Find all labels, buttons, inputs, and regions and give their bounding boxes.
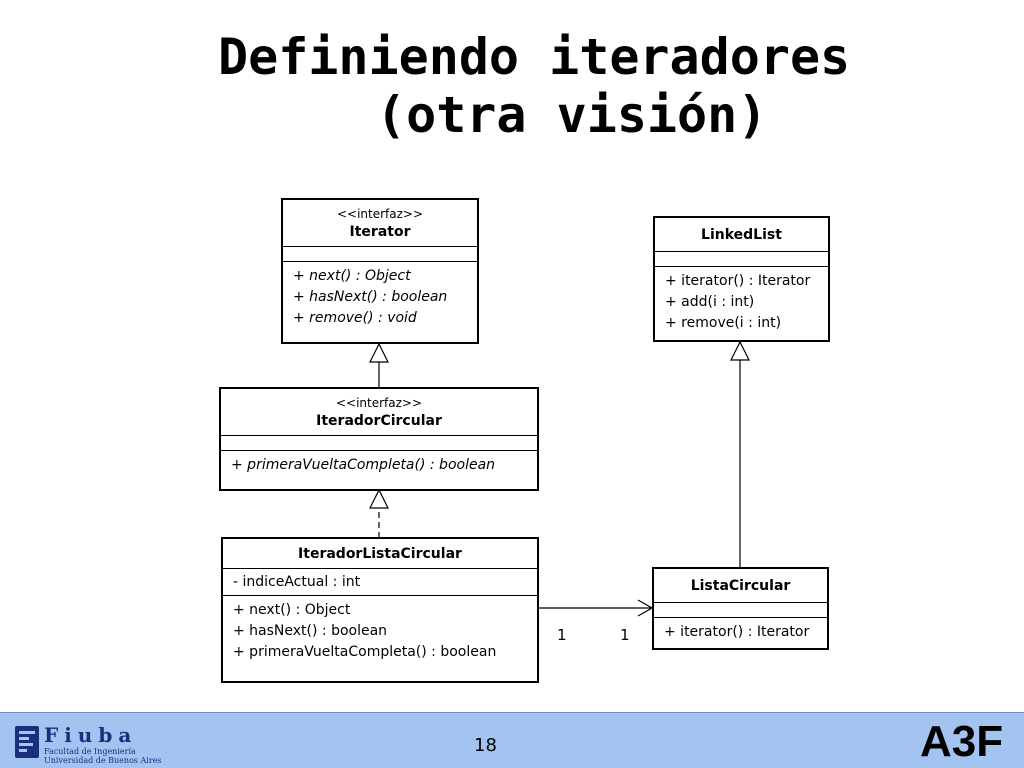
association-multiplicity-source: 1 — [557, 626, 567, 644]
association-multiplicity-target: 1 — [620, 626, 630, 644]
fiuba-logo-brand: Fiuba — [44, 723, 138, 747]
operation: + remove() : void — [293, 310, 417, 326]
class-linkedlist-attributes — [655, 252, 828, 267]
class-listacircular: ListaCircular + iterator() : Iterator — [652, 567, 829, 650]
realization-arrow-iteradorcircular — [369, 488, 389, 509]
fiuba-logo: Fiuba Facultad de Ingeniería Universidad… — [10, 723, 162, 765]
fiuba-crest-icon — [15, 726, 39, 758]
class-listacircular-attributes — [654, 603, 827, 618]
operation: + hasNext() : boolean — [293, 289, 448, 305]
page-number: 18 — [474, 735, 497, 756]
operation: + next() : Object — [293, 268, 411, 284]
class-iteradorlistacircular: IteradorListaCircular - indiceActual : i… — [221, 537, 539, 683]
operation: + iterator() : Iterator — [665, 273, 811, 289]
fiuba-logo-line-1: Facultad de Ingeniería — [44, 747, 136, 756]
operation: + remove(i : int) — [665, 315, 782, 331]
class-iterator-attributes — [283, 247, 477, 262]
class-iteradorlistacircular-operations: + next() : Object + hasNext() : boolean … — [223, 596, 537, 667]
slide-title-line-1: Definiendo iteradores — [218, 28, 851, 86]
generalization-arrow-linkedlist — [730, 340, 750, 361]
class-iteradorcircular-attributes — [221, 436, 537, 451]
class-iteradorcircular-name: IteradorCircular — [316, 413, 442, 429]
generalization-arrow-iterator — [369, 342, 389, 363]
operation: + primeraVueltaCompleta() : boolean — [233, 644, 497, 660]
class-listacircular-operations: + iterator() : Iterator — [654, 618, 827, 647]
operation: + iterator() : Iterator — [664, 624, 810, 640]
class-iterator: <<interfaz>> Iterator + next() : Object … — [281, 198, 479, 344]
class-iterator-operations: + next() : Object + hasNext() : boolean … — [283, 262, 477, 333]
operation: + add(i : int) — [665, 294, 755, 310]
class-iteradorlistacircular-name: IteradorListaCircular — [298, 546, 462, 562]
class-iteradorcircular-operations: + primeraVueltaCompleta() : boolean — [221, 451, 537, 480]
class-iteradorcircular: <<interfaz>> IteradorCircular + primeraV… — [219, 387, 539, 491]
class-linkedlist-name: LinkedList — [701, 227, 782, 243]
operation: + hasNext() : boolean — [233, 623, 388, 639]
class-linkedlist-operations: + iterator() : Iterator + add(i : int) +… — [655, 267, 828, 338]
class-iterator-stereotype: <<interfaz>> — [336, 207, 424, 221]
class-iteradorcircular-stereotype: <<interfaz>> — [335, 396, 423, 410]
class-iterator-name: Iterator — [349, 224, 411, 240]
class-linkedlist: LinkedList + iterator() : Iterator + add… — [653, 216, 830, 342]
operation: + primeraVueltaCompleta() : boolean — [231, 457, 496, 473]
class-listacircular-name: ListaCircular — [690, 578, 791, 594]
fiuba-logo-line-2: Universidad de Buenos Aires — [44, 756, 162, 765]
attribute: - indiceActual : int — [233, 574, 361, 590]
course-code: A3F — [920, 717, 1004, 766]
class-iteradorlistacircular-attributes: - indiceActual : int — [223, 569, 537, 596]
operation: + next() : Object — [233, 602, 351, 618]
slide-footer: Fiuba Facultad de Ingeniería Universidad… — [0, 712, 1024, 768]
slide-title-line-2: (otra visión) — [376, 86, 768, 144]
